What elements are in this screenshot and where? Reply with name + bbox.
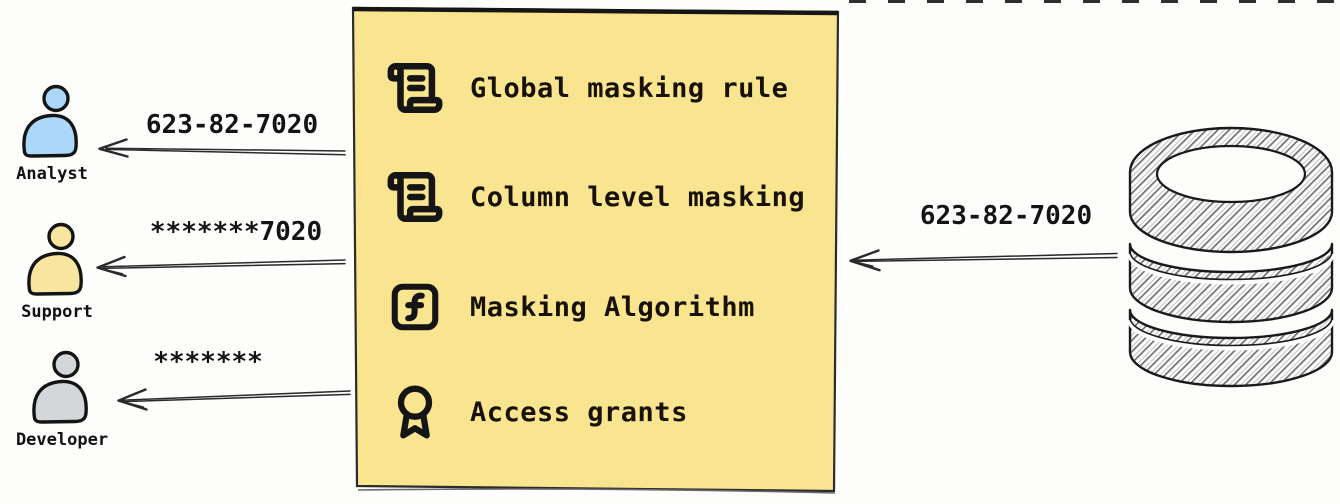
rule-label: Column level masking — [470, 181, 806, 213]
arrow-to-developer — [117, 388, 351, 411]
scroll-text-icon — [384, 59, 446, 117]
function-square-icon — [384, 280, 446, 334]
persona-support: Support — [0, 222, 117, 322]
rule-row-access-grants: Access grants — [384, 380, 688, 444]
analyst-arrow-value: 623-82-7020 — [145, 110, 319, 140]
database-icon — [1127, 126, 1335, 388]
rule-row-global-masking: Global masking rule — [384, 56, 788, 120]
persona-label: Developer — [15, 430, 109, 450]
persona-developer: Developer — [2, 350, 122, 450]
support-avatar-icon — [27, 222, 83, 296]
arrow-database-to-box — [849, 249, 1118, 272]
analyst-avatar-icon — [22, 84, 78, 158]
rule-row-masking-algorithm: Masking Algorithm — [384, 275, 755, 339]
persona-label: Support — [21, 302, 93, 322]
database-arrow-value: 623-82-7020 — [919, 201, 1093, 231]
rule-label: Masking Algorithm — [470, 291, 755, 323]
scroll-text-icon — [384, 168, 446, 226]
support-arrow-value: *******7020 — [149, 217, 323, 247]
arrow-to-support — [96, 255, 346, 278]
rule-row-column-masking: Column level masking — [384, 165, 805, 229]
award-icon — [384, 384, 446, 440]
arrow-to-analyst — [98, 138, 346, 158]
developer-arrow-value: ******* — [153, 347, 263, 377]
developer-avatar-icon — [32, 350, 88, 424]
persona-label: Analyst — [16, 164, 88, 184]
rule-label: Access grants — [470, 396, 688, 428]
rule-label: Global masking rule — [470, 72, 789, 104]
dashed-top-border — [849, 0, 1340, 3]
persona-analyst: Analyst — [0, 84, 112, 184]
